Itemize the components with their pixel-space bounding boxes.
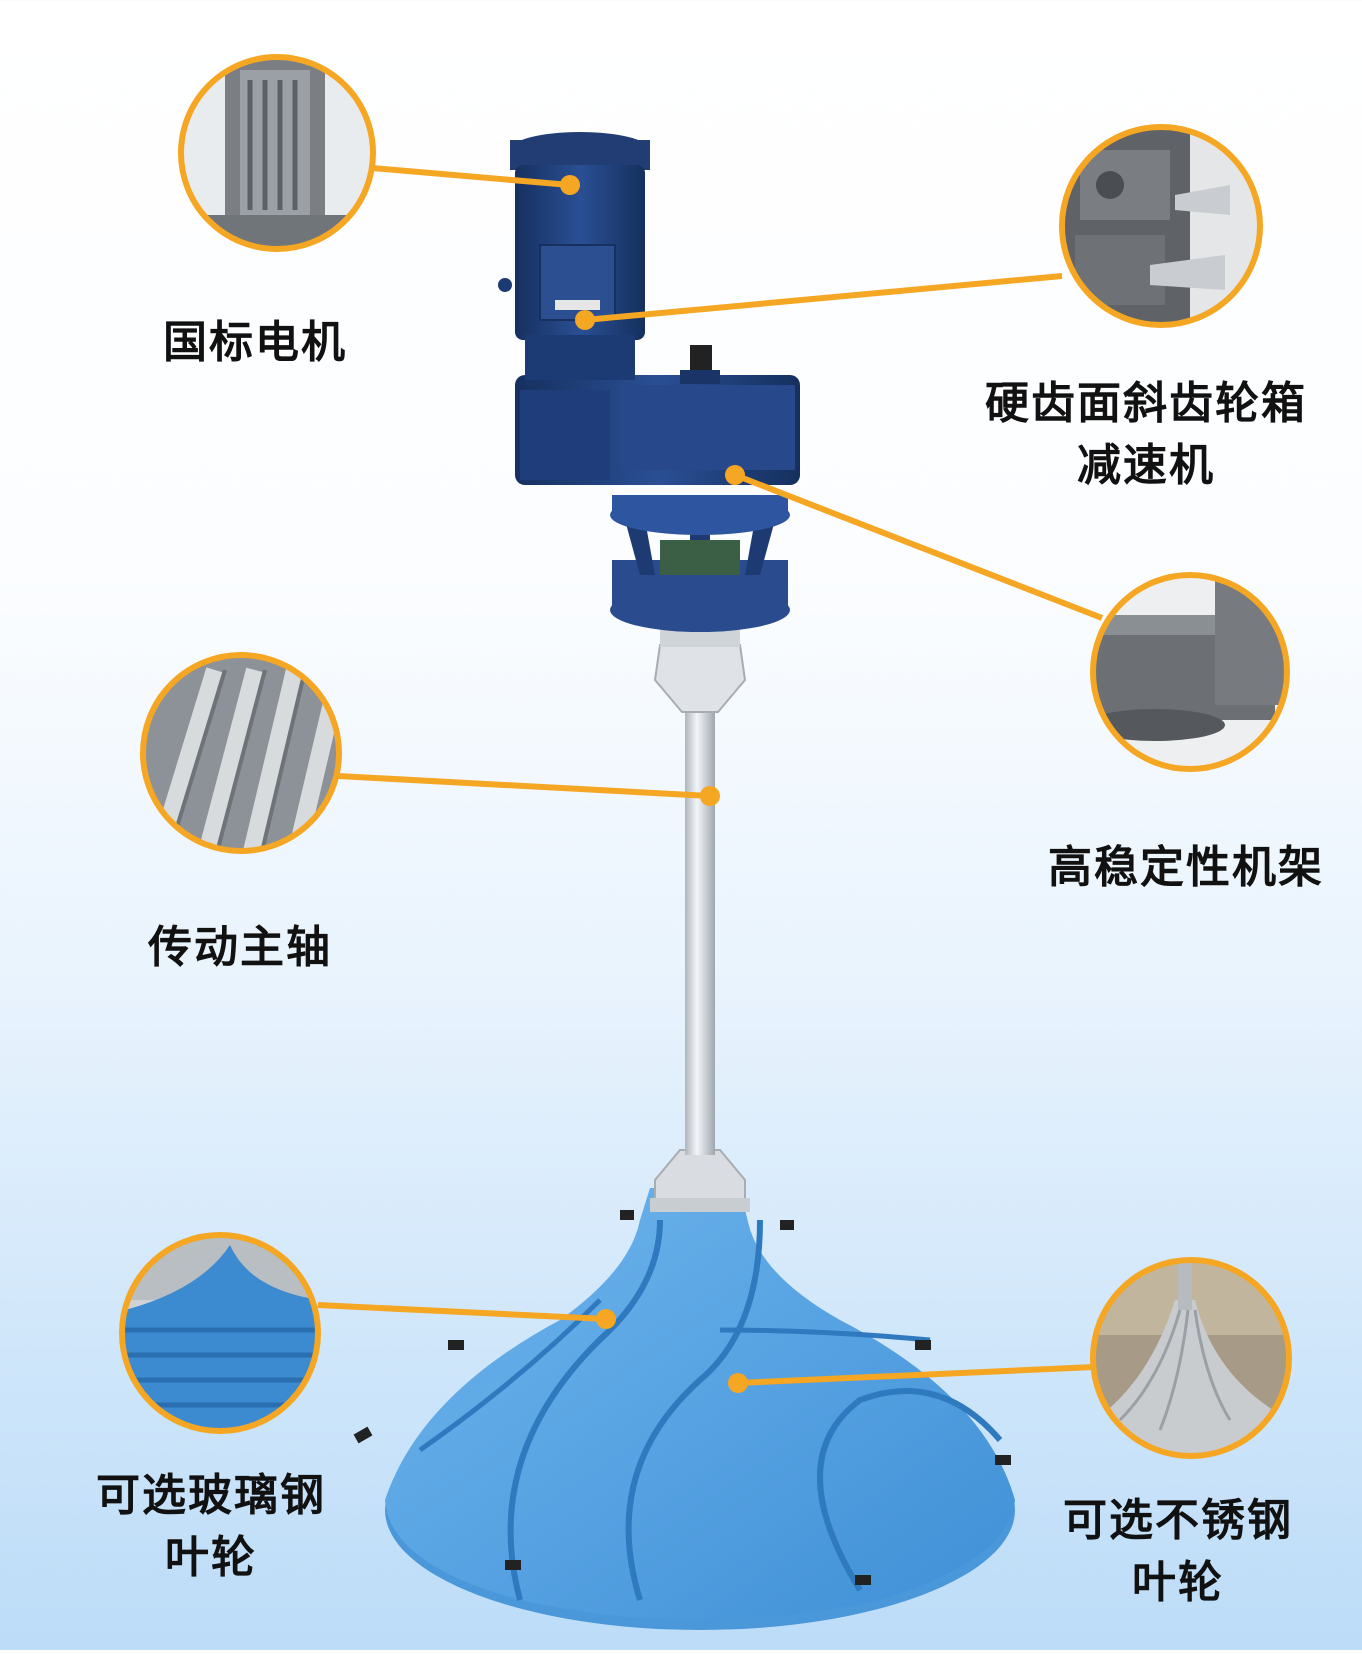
callout-lines — [317, 165, 1104, 1386]
frame — [610, 495, 790, 632]
gearbox-label: 硬齿面斜齿轮箱 减速机 — [985, 378, 1307, 491]
lower-flange — [650, 1149, 750, 1212]
frame-detail-photo — [1090, 572, 1290, 772]
upper-flange — [653, 625, 747, 713]
impeller — [353, 1188, 1015, 1630]
frp-impeller-photo — [119, 1232, 321, 1434]
gearbox-detail-photo — [1059, 124, 1263, 328]
motor-label: 国标电机 — [163, 317, 347, 368]
motor — [498, 132, 650, 380]
main-shaft — [685, 705, 715, 1155]
shaft-label: 传动主轴 — [148, 922, 332, 973]
frame-label: 高稳定性机架 — [1048, 842, 1324, 893]
ss-impeller-photo — [1090, 1257, 1292, 1459]
frp-impeller-label: 可选玻璃钢 叶轮 — [96, 1470, 326, 1583]
shaft-detail-photo — [140, 652, 342, 854]
gearbox — [515, 345, 800, 485]
motor-detail-photo — [178, 54, 376, 252]
callout-dots — [560, 175, 748, 1393]
ss-impeller-label: 可选不锈钢 叶轮 — [1063, 1495, 1293, 1608]
